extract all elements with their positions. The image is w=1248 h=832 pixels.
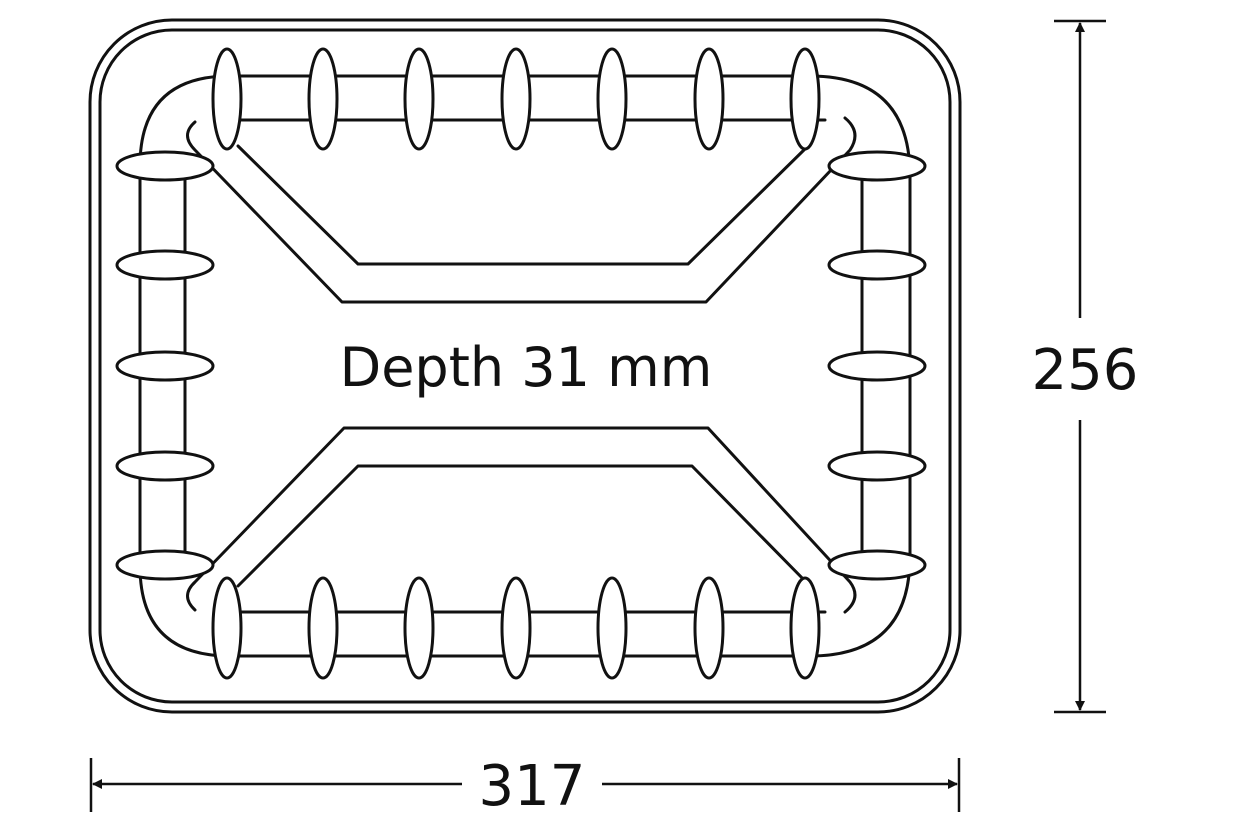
height-label: 256 — [1032, 338, 1139, 403]
depth-label: Depth 31 mm — [340, 336, 713, 399]
rib-bottom-5 — [596, 576, 628, 680]
rib-bottom-3 — [403, 576, 435, 680]
upper-recess-outer — [186, 116, 857, 304]
rib-left-2 — [115, 249, 215, 281]
rib-top-2 — [307, 47, 339, 151]
tray-inner-rim — [98, 28, 952, 704]
rib-left-5 — [115, 549, 215, 581]
rib-right-5 — [827, 549, 927, 581]
rib-top-1 — [211, 47, 243, 151]
rib-bottom-7 — [789, 576, 821, 680]
rib-top-4 — [500, 47, 532, 151]
rib-bottom-1 — [211, 576, 243, 680]
tray-outer-rim — [88, 18, 962, 714]
lower-recess-outer — [186, 426, 857, 614]
rib-bottom-6 — [693, 576, 725, 680]
rib-left-1 — [115, 150, 215, 182]
upper-recess-inner — [236, 144, 810, 266]
rib-bottom-2 — [307, 576, 339, 680]
rib-right-2 — [827, 249, 927, 281]
rib-top-5 — [596, 47, 628, 151]
rib-left-3 — [115, 350, 215, 382]
rib-left-4 — [115, 450, 215, 482]
rib-right-1 — [827, 150, 927, 182]
lower-recess-inner — [236, 464, 812, 588]
rib-right-4 — [827, 450, 927, 482]
rib-top-6 — [693, 47, 725, 151]
rib-top-7 — [789, 47, 821, 151]
rib-top-3 — [403, 47, 435, 151]
rib-bottom-4 — [500, 576, 532, 680]
width-label: 317 — [479, 754, 586, 819]
rib-right-3 — [827, 350, 927, 382]
